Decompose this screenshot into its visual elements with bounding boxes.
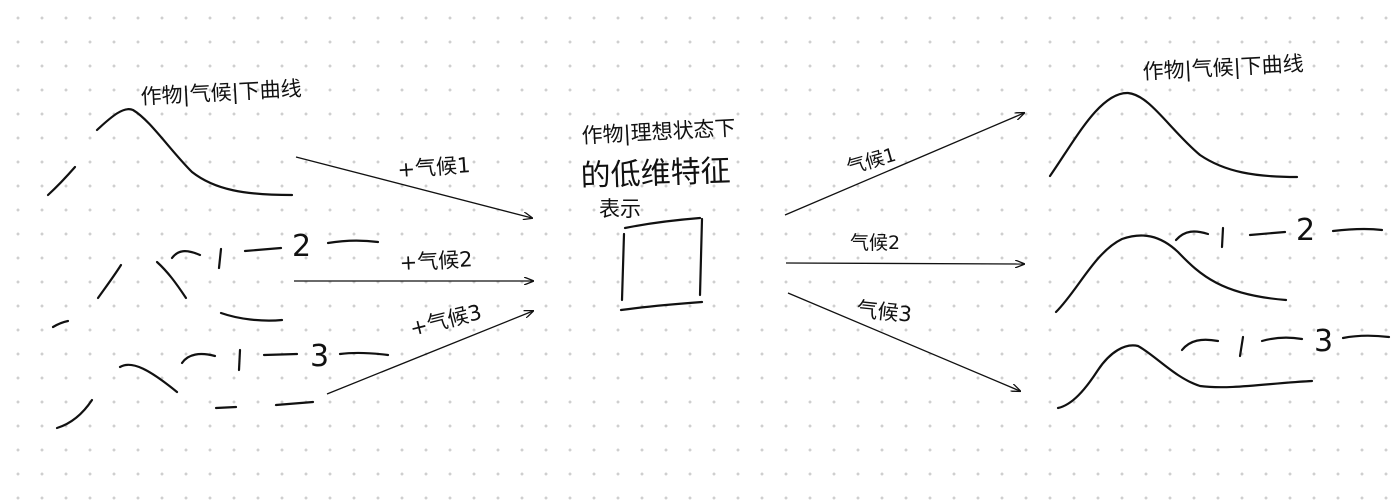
right-row2-dash-b xyxy=(1331,227,1384,233)
center-title-line3: 表示 xyxy=(599,197,641,221)
latent-box-left xyxy=(620,232,626,302)
arrow-in-2-label: +气候2 xyxy=(399,247,473,275)
left-row2-dash-b xyxy=(326,239,380,245)
arrow-in-1 xyxy=(295,156,532,218)
left-row3-dash-a xyxy=(262,352,299,357)
right-curve-3 xyxy=(1056,344,1314,410)
left-row3-dash-b xyxy=(338,351,390,357)
left-curves xyxy=(46,108,390,430)
left-caption: 作物|气候|下曲线 xyxy=(140,77,302,110)
right-row3-label-3: 3 xyxy=(1314,324,1333,359)
arrow-in-1-label: +气候1 xyxy=(397,153,471,182)
right-curve-1 xyxy=(1048,91,1299,179)
left-row3-tick-1 xyxy=(237,348,242,372)
left-curve-2-rise xyxy=(96,263,123,300)
input-arrows xyxy=(294,156,533,395)
arrow-out-2-label: 气候2 xyxy=(850,232,900,254)
left-row2-label-2: 2 xyxy=(292,229,311,264)
right-caption: 作物|气候|下曲线 xyxy=(1142,52,1304,85)
left-curve-3-tail-a xyxy=(214,405,238,410)
left-curve-1 xyxy=(95,108,294,197)
arrow-out-2 xyxy=(785,263,1024,264)
right-row3-tick-1 xyxy=(1238,335,1245,358)
right-row2-dash-a xyxy=(1248,230,1287,237)
left-curve-3-tail-b xyxy=(274,400,315,407)
arrow-in-3 xyxy=(326,311,533,395)
latent-box-bottom xyxy=(619,300,704,312)
left-curve-3-start xyxy=(55,398,94,430)
latent-box xyxy=(619,216,704,312)
center-title-line2: 的低维特征 xyxy=(580,154,731,194)
right-row3-dash-b xyxy=(1341,334,1391,340)
left-curve-2-fall xyxy=(155,260,188,300)
left-curve-2-start xyxy=(51,319,70,329)
left-curve-1-tail xyxy=(46,165,77,197)
latent-box-right xyxy=(698,217,704,297)
center-title-line1: 作物|理想状态下 xyxy=(581,116,736,149)
left-row2-wave xyxy=(170,250,202,260)
arrow-out-3-label: 气候3 xyxy=(855,297,913,327)
left-row3-wave xyxy=(180,352,217,365)
latent-box-top xyxy=(623,216,702,230)
right-row2-label-2: 2 xyxy=(1296,213,1315,248)
left-curve-3-rise xyxy=(118,363,179,394)
right-row3-dash-a xyxy=(1260,336,1304,343)
output-arrows xyxy=(784,113,1024,391)
right-row2-wave xyxy=(1174,230,1210,242)
left-row2-dash-a xyxy=(243,246,283,253)
arrow-out-3 xyxy=(787,292,1020,391)
right-row2-tick-1 xyxy=(1220,226,1225,249)
left-curve-2-tail xyxy=(219,311,284,322)
arrow-out-1 xyxy=(784,113,1024,216)
right-curve-2 xyxy=(1054,234,1288,314)
left-row2-tick-1 xyxy=(217,247,223,270)
right-row3-wave xyxy=(1180,338,1220,352)
arrow-out-1-label: 气候1 xyxy=(844,144,898,179)
left-row3-label-3: 3 xyxy=(310,339,329,374)
right-curves xyxy=(1048,91,1391,410)
